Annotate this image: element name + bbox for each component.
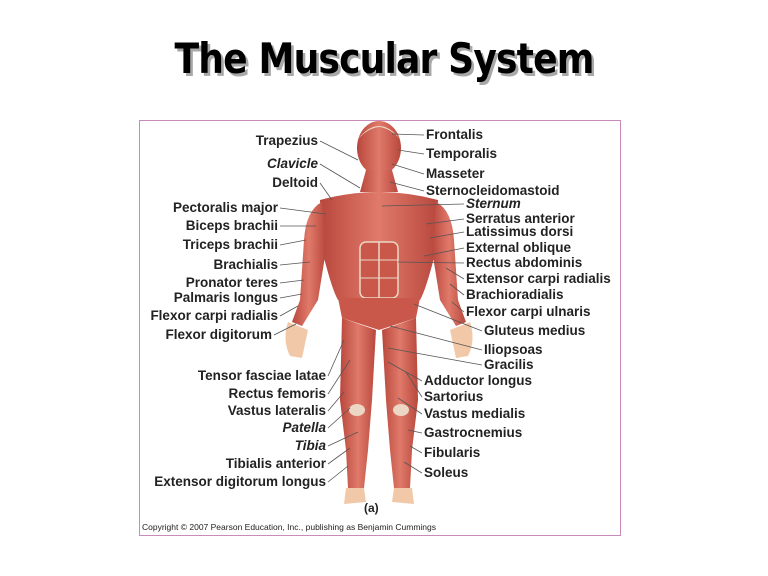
label-sternocleidomastoid: Sternocleidomastoid — [426, 183, 560, 198]
leader-line-soleus — [403, 461, 423, 474]
panel-label: (a) — [364, 501, 379, 515]
label-clavicle: Clavicle — [266, 156, 318, 171]
leader-line-tibia — [327, 431, 359, 447]
leader-line-adductor-longus — [387, 361, 423, 382]
label-soleus: Soleus — [424, 465, 469, 480]
label-tibialis-anterior: Tibialis anterior — [225, 456, 326, 471]
label-temporalis: Temporalis — [426, 146, 498, 161]
label-tibia: Tibia — [294, 438, 326, 453]
left-foot-shape — [344, 488, 366, 504]
label-fibularis: Fibularis — [424, 445, 481, 460]
label-iliopsoas: Iliopsoas — [484, 342, 543, 357]
label-external-oblique: External oblique — [466, 240, 572, 255]
right-hand-shape — [450, 322, 473, 358]
label-masseter: Masseter — [426, 166, 485, 181]
leader-line-tibialis-anterior — [327, 447, 351, 465]
leader-line-sternum — [381, 203, 465, 207]
label-brachioradialis: Brachioradialis — [466, 287, 564, 302]
label-sternum: Sternum — [466, 196, 521, 211]
leader-line-sternocleidomastoid — [389, 181, 425, 192]
label-brachialis: Brachialis — [213, 257, 278, 272]
leader-line-clavicle — [319, 163, 361, 189]
leader-lines — [273, 133, 483, 483]
label-gluteus-medius: Gluteus medius — [484, 323, 586, 338]
leader-line-flexor-digitorum — [273, 323, 297, 336]
label-flexor-carpi-radialis: Flexor carpi radialis — [150, 308, 278, 323]
leader-line-vastus-medialis — [397, 397, 423, 415]
copyright-notice: Copyright © 2007 Pearson Education, Inc.… — [142, 522, 437, 532]
label-pectoralis-major: Pectoralis major — [172, 200, 278, 215]
left-hand-shape — [285, 322, 308, 358]
label-palmaris-longus: Palmaris longus — [173, 290, 278, 305]
label-flexor-digitorum: Flexor digitorum — [165, 327, 272, 342]
leader-line-gracilis — [387, 347, 483, 366]
left-arm-shape — [292, 202, 326, 326]
leader-line-rectus-femoris — [327, 359, 351, 395]
leader-line-brachioradialis — [449, 283, 465, 296]
leader-line-extensor-carpi-radialis — [445, 267, 465, 280]
label-vastus-lateralis: Vastus lateralis — [227, 403, 326, 418]
label-vastus-medialis: Vastus medialis — [424, 406, 526, 421]
leader-line-temporalis — [397, 149, 425, 155]
label-pronator-teres: Pronator teres — [185, 275, 278, 290]
frontalis-shape — [357, 126, 401, 140]
leader-line-latissimus-dorsi — [429, 231, 465, 239]
label-trapezius: Trapezius — [255, 133, 318, 148]
right-foot-shape — [392, 488, 414, 504]
leader-line-gluteus-medius — [413, 303, 483, 332]
label-biceps-brachii: Biceps brachii — [185, 218, 278, 233]
label-serratus-anterior: Serratus anterior — [466, 211, 575, 226]
label-gracilis: Gracilis — [484, 357, 534, 372]
right-leg-shape — [382, 318, 418, 488]
left-leg-shape — [340, 318, 376, 488]
leader-line-pectoralis-major — [279, 207, 327, 215]
label-flexor-carpi-ulnaris: Flexor carpi ulnaris — [466, 304, 591, 319]
leader-line-serratus-anterior — [425, 218, 465, 225]
leader-line-palmaris-longus — [279, 293, 303, 299]
label-tensor-fasciae-latae: Tensor fasciae latae — [197, 368, 326, 383]
right-arm-shape — [432, 202, 466, 326]
label-extensor-digitorum-longus: Extensor digitorum longus — [154, 474, 326, 489]
label-frontalis: Frontalis — [426, 127, 484, 142]
leader-line-iliopsoas — [389, 325, 483, 351]
label-patella: Patella — [282, 420, 326, 435]
slide-title: The Muscular System — [174, 34, 595, 83]
label-rectus-abdominis: Rectus abdominis — [466, 255, 583, 270]
leader-line-rectus-abdominis — [397, 261, 465, 264]
leader-line-trapezius — [319, 140, 359, 161]
label-adductor-longus: Adductor longus — [424, 373, 532, 388]
leader-line-triceps-brachii — [279, 239, 307, 246]
leader-line-patella — [327, 407, 351, 429]
label-rectus-femoris: Rectus femoris — [228, 386, 326, 401]
leader-line-tensor-fasciae-latae — [327, 339, 345, 377]
leader-line-frontalis — [391, 133, 425, 136]
leader-line-gastrocnemius — [407, 429, 423, 434]
label-sartorius: Sartorius — [424, 389, 484, 404]
pelvis-shape — [338, 298, 420, 330]
label-triceps-brachii: Triceps brachii — [182, 237, 278, 252]
leader-line-fibularis — [409, 445, 423, 454]
leader-line-flexor-carpi-ulnaris — [451, 301, 465, 313]
leader-line-masseter — [391, 163, 425, 175]
label-gastrocnemius: Gastrocnemius — [424, 425, 523, 440]
label-latissimus-dorsi: Latissimus dorsi — [466, 224, 574, 239]
leader-line-external-oblique — [423, 247, 465, 257]
head-shape — [357, 121, 401, 175]
label-deltoid: Deltoid — [272, 175, 318, 190]
leader-line-flexor-carpi-radialis — [279, 305, 299, 317]
label-extensor-carpi-radialis: Extensor carpi radialis — [466, 271, 611, 286]
leader-line-pronator-teres — [279, 279, 305, 284]
leader-line-brachialis — [279, 261, 311, 266]
neck-shape — [360, 170, 398, 192]
leader-line-deltoid — [319, 182, 333, 201]
leader-line-extensor-digitorum-longus — [327, 465, 349, 483]
leader-line-sartorius — [405, 371, 423, 398]
leader-line-vastus-lateralis — [327, 391, 345, 412]
